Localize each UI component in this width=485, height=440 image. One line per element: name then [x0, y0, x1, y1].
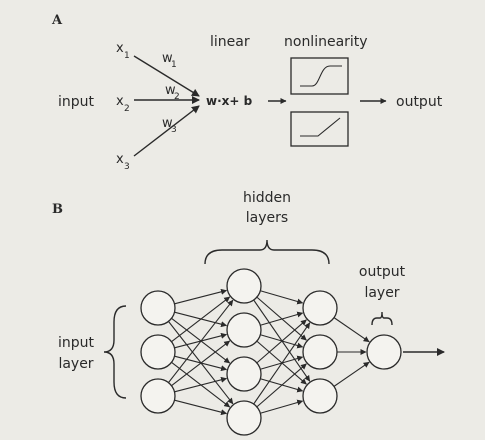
hidden-layers-label-line1: hidden [243, 190, 291, 206]
input-x1-sub: 1 [124, 51, 130, 61]
hidden2-node-2 [302, 334, 338, 370]
input-x1: x 1 [116, 41, 130, 61]
weight-w2-var: w [165, 83, 176, 98]
network-nodes [140, 268, 402, 436]
output-layer-label-line2: layer [364, 285, 399, 301]
connection-input-2-to-hidden1-1 [171, 340, 231, 387]
relu-box [290, 111, 349, 147]
weight-arrow-3 [133, 105, 200, 157]
output-label: output [396, 94, 443, 110]
connection-hidden1-0-to-hidden2-0 [260, 290, 304, 305]
hidden-layers-label-line2: layers [246, 210, 288, 226]
panel-b-letter: B [52, 202, 63, 217]
input-x1-var: x [116, 41, 124, 56]
relu-curve [300, 117, 341, 137]
input-x3: x 3 [116, 152, 130, 172]
weight-w2: w 2 [165, 83, 180, 102]
connection-hidden1-3-to-hidden2-1 [256, 363, 307, 408]
input-x2-var: x [116, 94, 124, 109]
connection-input-2-to-hidden1-3 [174, 399, 228, 416]
hidden2-node-1 [302, 290, 338, 326]
input-x2: x 2 [116, 94, 130, 114]
weight-w1-var: w [162, 51, 173, 66]
panel-a-letter: A [51, 13, 63, 28]
sigmoid-curve [300, 65, 342, 87]
connection-input-1-to-hidden1-0 [171, 296, 231, 343]
weight-w2-sub: 2 [174, 92, 180, 102]
input-label: input [58, 94, 95, 110]
hidden1-node-1 [226, 268, 262, 304]
input-layer-brace [103, 305, 127, 399]
connection-hidden1-3-to-hidden2-0 [253, 322, 311, 405]
connection-input-2-to-hidden1-0 [168, 299, 234, 383]
connection-hidden1-2-to-hidden2-0 [256, 319, 307, 364]
weight-w1-sub: 1 [171, 60, 177, 70]
weight-w3: w 3 [162, 116, 177, 135]
nonlinearity-label: nonlinearity [284, 34, 368, 50]
linear-equation: w·x+ b [206, 94, 253, 108]
weight-arrow-1 [133, 55, 200, 97]
network-connections [168, 288, 370, 416]
input-x3-sub: 3 [124, 162, 130, 172]
panel-b: B hidden layers output layer input layer [52, 190, 445, 436]
input-node-1 [140, 290, 176, 326]
hidden1-node-3 [226, 356, 262, 392]
input-node-2 [140, 334, 176, 370]
output-layer-brace [371, 311, 393, 326]
input-layer-label-line2: layer [58, 356, 93, 372]
input-layer-label-line1: input [58, 335, 95, 351]
hidden1-node-2 [226, 312, 262, 348]
panel-a: A linear nonlinearity input x 1 x 2 x 3 … [51, 13, 443, 172]
input-x2-sub: 2 [124, 104, 130, 114]
output-node-1 [366, 334, 402, 370]
weight-w1: w 1 [162, 51, 177, 70]
hidden2-node-3 [302, 378, 338, 414]
weight-w3-var: w [162, 116, 173, 131]
input-x3-var: x [116, 152, 124, 167]
connection-hidden1-3-to-hidden2-2 [260, 399, 304, 414]
sigmoid-box [290, 57, 349, 95]
connection-input-0-to-hidden1-0 [174, 288, 228, 305]
linear-label: linear [210, 34, 250, 50]
weight-w3-sub: 3 [171, 125, 177, 135]
connection-hidden1-1-to-hidden2-0 [260, 311, 304, 326]
hidden-layers-brace [204, 239, 330, 265]
input-node-3 [140, 378, 176, 414]
output-layer-label-line1: output [359, 264, 406, 280]
connection-hidden2-2-to-output-0 [333, 361, 370, 387]
hidden1-node-4 [226, 400, 262, 436]
connection-hidden2-0-to-output-0 [333, 317, 370, 343]
connection-input-2-to-hidden1-2 [174, 376, 228, 393]
